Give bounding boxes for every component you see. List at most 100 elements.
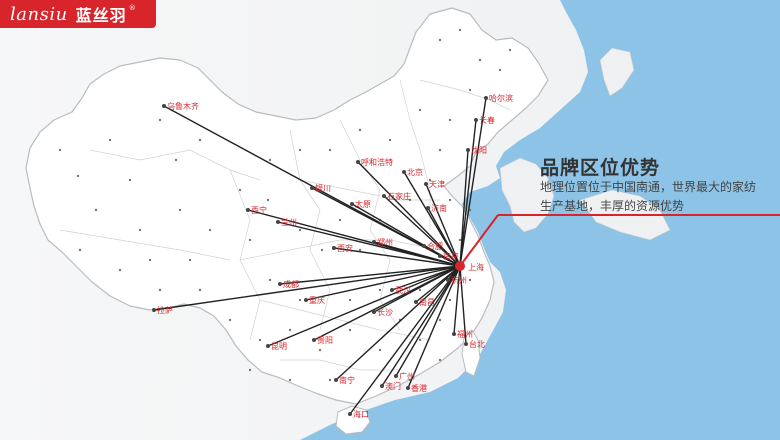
city-label[interactable]: 澳门: [385, 381, 401, 391]
route-line: [357, 161, 461, 267]
hainan-island: [335, 405, 371, 435]
city-label[interactable]: 太原: [355, 199, 371, 209]
route-line: [333, 247, 461, 267]
city-dot[interactable]: [414, 300, 418, 304]
route-line: [395, 265, 461, 377]
route-line: [305, 265, 461, 301]
city-label[interactable]: 重庆: [309, 295, 325, 305]
city-dot[interactable]: [452, 332, 456, 336]
city-label[interactable]: 石家庄: [387, 191, 411, 201]
city-label[interactable]: 呼和浩特: [361, 157, 393, 167]
route-line: [459, 265, 467, 345]
page-title: 品牌区位优势: [540, 157, 661, 179]
route-line: [153, 265, 461, 311]
city-dot[interactable]: [372, 240, 376, 244]
logo-english-text: lansiu: [10, 3, 68, 25]
city-label[interactable]: 银川: [315, 183, 331, 193]
city-label[interactable]: 武汉: [395, 285, 411, 295]
city-label[interactable]: 兰州: [281, 217, 297, 227]
city-dot[interactable]: [446, 278, 450, 282]
city-dot[interactable]: [350, 202, 354, 206]
city-dot[interactable]: [266, 344, 270, 348]
city-dot[interactable]: [162, 104, 166, 108]
city-dot[interactable]: [276, 220, 280, 224]
city-label[interactable]: 南宁: [339, 375, 355, 385]
city-label[interactable]: 沈阳: [471, 145, 487, 155]
hub-marker[interactable]: [455, 261, 465, 271]
city-label[interactable]: 福州: [457, 330, 473, 339]
city-label[interactable]: 长沙: [377, 307, 393, 317]
city-label[interactable]: 成都: [283, 279, 299, 289]
city-dot[interactable]: [394, 374, 398, 378]
city-dot[interactable]: [334, 378, 338, 382]
route-line: [407, 265, 461, 389]
city-label[interactable]: 郑州: [377, 237, 393, 247]
distribution-routes: [153, 97, 499, 415]
city-dot[interactable]: [402, 170, 406, 174]
logo-chinese-text: 蓝丝羽: [75, 6, 127, 25]
route-line: [459, 97, 487, 267]
city-label[interactable]: 南昌: [419, 297, 435, 307]
route-line: [267, 265, 461, 347]
route-line: [383, 195, 461, 267]
city-dot[interactable]: [422, 244, 426, 248]
city-dot[interactable]: [372, 310, 376, 314]
trademark-icon: ®: [128, 4, 136, 12]
page-subtitle: 地理位置位于中国南通，世界最大的家纺 生产基地，丰厚的资源优势: [540, 178, 780, 216]
city-dot[interactable]: [484, 96, 488, 100]
brand-logo[interactable]: lansiu 蓝丝羽 ®: [0, 0, 156, 28]
city-dot[interactable]: [382, 194, 386, 198]
city-label[interactable]: 南京: [443, 251, 459, 261]
city-dot[interactable]: [246, 208, 250, 212]
city-dot[interactable]: [304, 298, 308, 302]
city-label[interactable]: 西宁: [251, 205, 267, 215]
route-line: [425, 183, 461, 267]
city-label[interactable]: 昆明: [271, 342, 287, 351]
city-label[interactable]: 西安: [337, 243, 353, 253]
route-line: [349, 265, 461, 415]
city-label[interactable]: 拉萨: [157, 305, 173, 315]
city-label[interactable]: 北京: [407, 167, 423, 177]
city-dot[interactable]: [464, 342, 468, 346]
city-label[interactable]: 台北: [469, 339, 485, 349]
subtitle-line-1: 地理位置位于中国南通，世界最大的家纺: [540, 180, 757, 194]
japan-islands: [579, 47, 671, 241]
city-dot[interactable]: [348, 412, 352, 416]
city-label[interactable]: 乌鲁木齐: [167, 101, 199, 111]
route-line: [459, 149, 469, 267]
city-dot[interactable]: [424, 182, 428, 186]
city-dot[interactable]: [332, 246, 336, 250]
city-dot[interactable]: [426, 206, 430, 210]
city-label[interactable]: 香港: [411, 383, 427, 393]
city-dot[interactable]: [438, 254, 442, 258]
hub-label[interactable]: 上海: [468, 262, 484, 272]
city-label[interactable]: 哈尔滨: [489, 93, 513, 103]
city-dot[interactable]: [152, 308, 156, 312]
city-dot[interactable]: [312, 338, 316, 342]
route-line: [313, 265, 461, 341]
city-label[interactable]: 海口: [353, 409, 369, 419]
minor-towns: [58, 28, 512, 382]
city-dot[interactable]: [310, 186, 314, 190]
subtitle-line-2: 生产基地，丰厚的资源优势: [540, 199, 685, 213]
route-line: [459, 119, 477, 267]
city-dot[interactable]: [356, 160, 360, 164]
city-dot[interactable]: [406, 386, 410, 390]
city-label[interactable]: 广州: [399, 371, 415, 381]
city-label[interactable]: 合肥: [427, 241, 443, 251]
city-dot[interactable]: [466, 148, 470, 152]
city-dot[interactable]: [380, 384, 384, 388]
city-label[interactable]: 天津: [429, 179, 445, 189]
city-label[interactable]: 济南: [431, 203, 447, 213]
city-dot[interactable]: [474, 118, 478, 122]
callout-connector: [459, 214, 499, 267]
city-dot[interactable]: [390, 288, 394, 292]
city-label[interactable]: 长春: [479, 115, 495, 125]
city-label[interactable]: 贵阳: [317, 335, 333, 345]
city-dot[interactable]: [278, 282, 282, 286]
route-line: [335, 265, 461, 381]
city-label[interactable]: 杭州: [451, 275, 467, 285]
